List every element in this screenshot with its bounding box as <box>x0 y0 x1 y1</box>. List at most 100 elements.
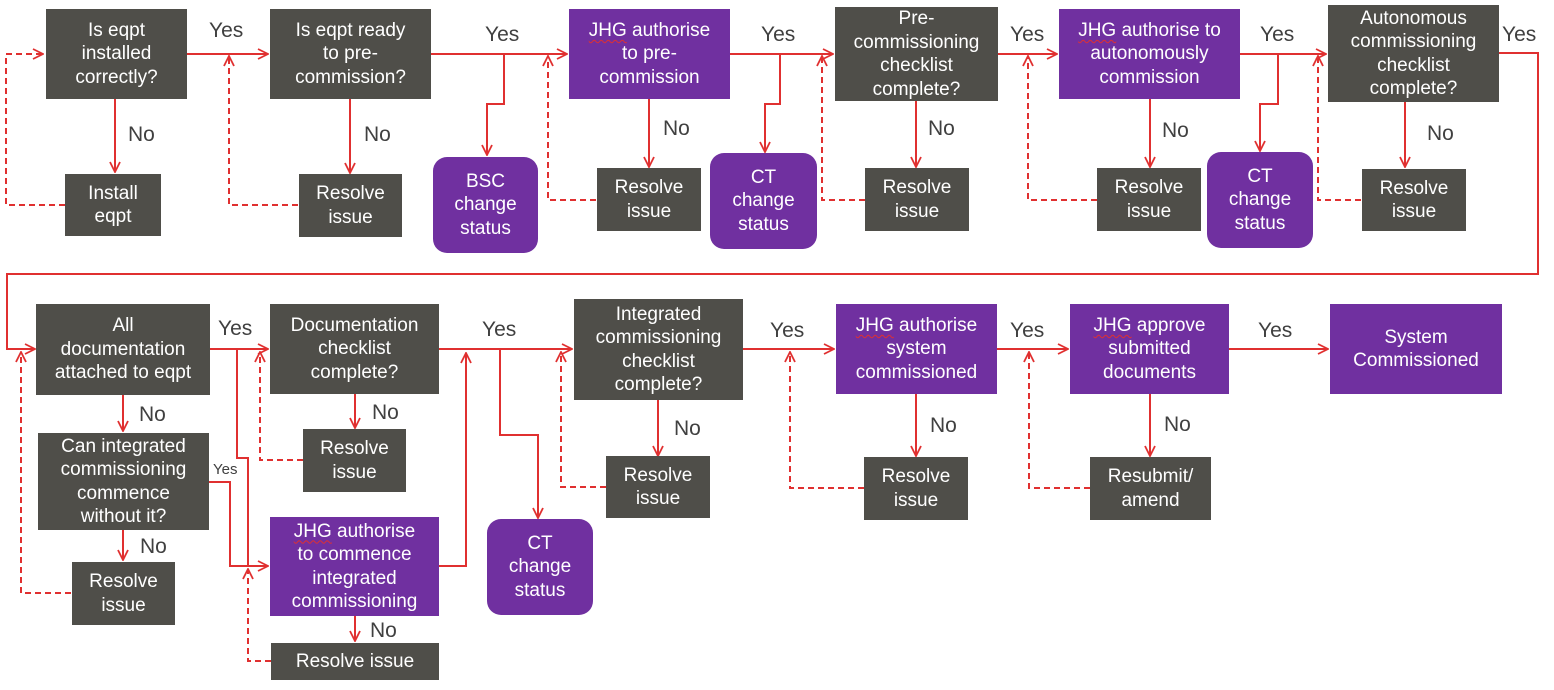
node-text: Resolve issue <box>1379 177 1449 223</box>
node-text: CT change status <box>508 532 572 601</box>
edge-label-no: No <box>128 123 155 146</box>
edge-label-yes: Yes <box>213 461 238 478</box>
node-jhg-authorise-precommission: JHG authorise to pre- commission <box>569 9 730 99</box>
node-autonomous-checklist-decision: Autonomous commissioning checklist compl… <box>1328 5 1499 102</box>
edge-n21-join <box>438 353 466 567</box>
spellcheck-mark: JHG <box>1093 314 1132 336</box>
spellcheck-mark: JHG <box>1078 19 1117 41</box>
node-resolve-issue: Resolve issue <box>864 457 968 520</box>
node-text: Resolve issue <box>89 571 158 616</box>
node-text: Resubmit/ amend <box>1107 466 1194 511</box>
edge-label-yes: Yes <box>1502 23 1537 46</box>
loop-n2-n1 <box>5 54 65 206</box>
node-jhg-approve-documents: JHG approve submitted documents <box>1070 304 1229 394</box>
edge-label-no: No <box>1164 413 1191 436</box>
node-ct-change-status: CT change status <box>1207 152 1313 248</box>
edge-n3-n5 <box>487 54 505 155</box>
node-text: All documentation attached to eqpt <box>54 315 192 384</box>
node-text: Resolve issue <box>316 183 385 228</box>
edge-label-yes: Yes <box>761 23 796 46</box>
spellcheck-mark: JHG <box>855 314 894 336</box>
edge-label-no: No <box>139 403 166 426</box>
edge-label-yes: Yes <box>218 317 253 340</box>
node-jhg-authorise-integrated: JHG authorise to commence integrated com… <box>270 517 439 616</box>
node-resolve-issue: Resolve issue <box>1362 169 1466 231</box>
edge-n24-n23 <box>499 349 538 518</box>
edge-label-no: No <box>140 535 167 558</box>
edge-label-yes: Yes <box>770 319 805 342</box>
edge-yes-n17-n21 <box>209 481 268 566</box>
node-eqpt-installed-decision: Is eqpt installed correctly? <box>46 9 187 99</box>
node-text: JHG authorise to autonomously commission <box>1078 19 1221 88</box>
node-text: Is eqpt ready to pre- commission? <box>295 19 406 88</box>
node-ct-change-status: CT change status <box>487 519 593 615</box>
node-text: Autonomous commissioning checklist compl… <box>1350 7 1477 100</box>
node-text: Install eqpt <box>88 182 138 228</box>
node-text: BSC change status <box>454 170 517 239</box>
loop-n20-n19 <box>260 352 303 461</box>
edge-label-no: No <box>1427 122 1454 145</box>
node-text: Documentation checklist complete? <box>290 314 419 383</box>
node-text: CT change status <box>732 166 795 235</box>
edge-label-yes: Yes <box>482 318 517 341</box>
node-bsc-change-status: BSC change status <box>433 157 538 253</box>
node-text: JHG authorise to commence integrated com… <box>291 520 418 613</box>
node-text: JHG approve submitted documents <box>1093 314 1206 383</box>
node-text: Can integrated commissioning commence wi… <box>60 435 187 528</box>
node-system-commissioned: System Commissioned <box>1330 304 1502 394</box>
node-precommissioning-checklist-decision: Pre- commissioning checklist complete? <box>835 7 998 101</box>
node-resolve-issue: Resolve issue <box>865 168 969 231</box>
node-text: Resolve issue <box>882 177 952 222</box>
node-resolve-issue: Resolve issue <box>597 168 701 231</box>
node-resolve-issue: Resolve issue <box>299 174 402 237</box>
node-text: Is eqpt installed correctly? <box>75 19 158 88</box>
spellcheck-mark: JHG <box>588 19 627 41</box>
node-eqpt-ready-decision: Is eqpt ready to pre- commission? <box>270 9 431 99</box>
node-resolve-issue: Resolve issue <box>1097 168 1201 231</box>
node-jhg-authorise-autonomous: JHG authorise to autonomously commission <box>1059 9 1240 99</box>
edge-n16-n21 <box>236 349 249 566</box>
node-resolve-issue: Resolve issue <box>303 429 406 492</box>
node-documentation-checklist-decision: Documentation checklist complete? <box>270 304 439 394</box>
node-text: Resolve issue <box>295 650 415 672</box>
edge-label-yes: Yes <box>485 23 520 46</box>
edge-label-yes: Yes <box>209 19 244 42</box>
edge-yes-n14-n16 <box>6 52 1539 349</box>
edge-label-no: No <box>930 414 957 437</box>
node-text: Resolve issue <box>614 177 684 222</box>
node-resolve-issue: Resolve issue <box>271 643 439 680</box>
edge-label-no: No <box>928 117 955 140</box>
node-text: JHG authorise to pre- commission <box>588 19 711 88</box>
node-resubmit-amend: Resubmit/ amend <box>1090 457 1211 520</box>
spellcheck-mark: JHG <box>293 520 332 542</box>
node-text: Resolve issue <box>1114 177 1184 222</box>
node-jhg-authorise-system: JHG authorise system commissioned <box>836 304 997 394</box>
loop-n7-n6 <box>548 56 596 201</box>
edge-label-no: No <box>372 401 399 424</box>
edge-label-no: No <box>364 123 391 146</box>
edge-n11-n13 <box>1260 54 1279 151</box>
edge-label-yes: Yes <box>1010 319 1045 342</box>
edge-label-yes: Yes <box>1010 23 1045 46</box>
edge-label-yes: Yes <box>1258 319 1293 342</box>
loop-n10-n9 <box>822 56 865 201</box>
node-text: CT change status <box>1228 165 1292 234</box>
node-resolve-issue: Resolve issue <box>606 456 710 518</box>
edge-label-no: No <box>663 117 690 140</box>
loop-n15-n14 <box>1318 56 1361 201</box>
node-install-eqpt: Install eqpt <box>65 174 161 236</box>
node-text: Resolve issue <box>881 466 951 511</box>
loop-n27-n26 <box>790 352 864 489</box>
edge-label-no: No <box>370 619 397 642</box>
edge-label-no: No <box>1162 119 1189 142</box>
node-text: Integrated commissioning checklist compl… <box>595 303 722 396</box>
node-text: Resolve issue <box>320 438 389 483</box>
edge-n6-n8 <box>765 54 781 152</box>
edge-label-no: No <box>674 417 701 440</box>
node-all-documentation-decision: All documentation attached to eqpt <box>36 304 210 395</box>
node-text: Pre- commissioning checklist complete? <box>853 8 980 100</box>
node-resolve-issue: Resolve issue <box>72 562 175 625</box>
loop-n22-n21 <box>248 569 271 662</box>
loop-n29-n28 <box>1029 352 1090 489</box>
